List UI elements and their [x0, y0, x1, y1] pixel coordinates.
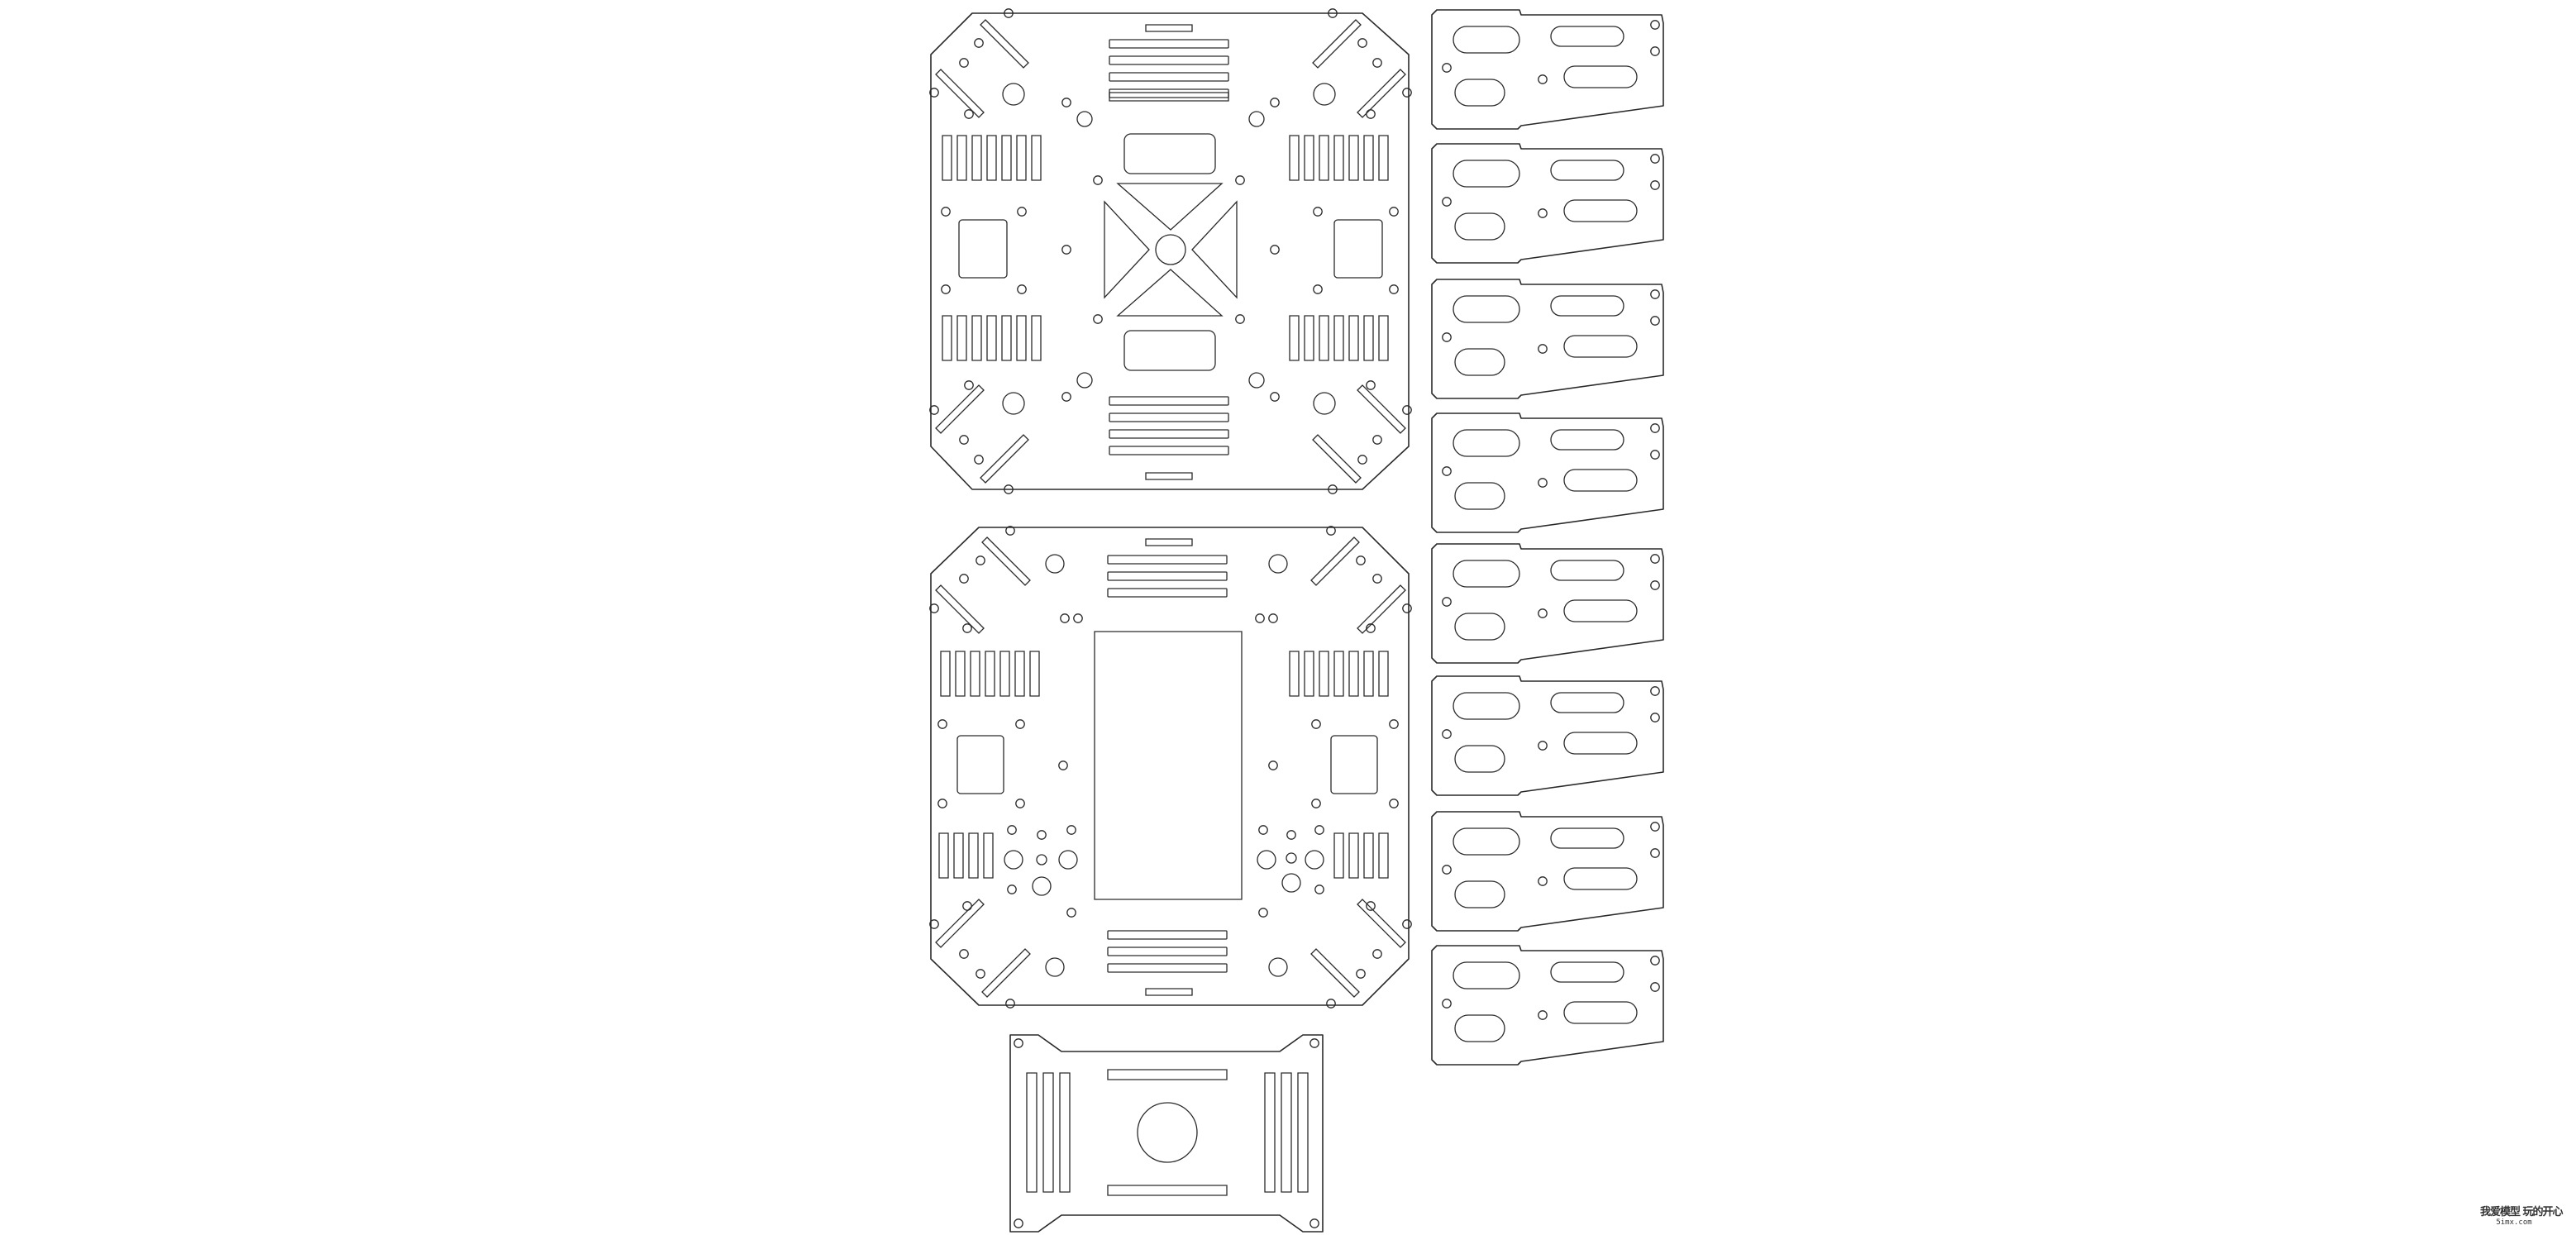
- battery-plate-center-hole: [1138, 1103, 1197, 1162]
- side-bracket: [1430, 142, 1665, 265]
- side-bracket: [1430, 810, 1665, 932]
- top-plate: [928, 7, 1413, 495]
- top-plate-outline: [931, 13, 1409, 489]
- battery-plate: [1010, 1035, 1323, 1232]
- battery-plate-outline: [1010, 1035, 1323, 1232]
- side-bracket: [1430, 944, 1665, 1066]
- center-window: [1095, 632, 1242, 899]
- side-bracket: [1430, 412, 1665, 534]
- side-brackets: [1430, 8, 1665, 1066]
- watermark-url-text: 5imx.com: [2496, 1218, 2532, 1227]
- bottom-plate: [928, 525, 1413, 1009]
- side-bracket: [1430, 675, 1665, 797]
- side-bracket: [1430, 542, 1665, 665]
- side-bracket: [1430, 8, 1665, 131]
- site-watermark: 我爱模型 玩的开心 5imx.com: [2480, 1206, 2564, 1227]
- side-bracket: [1430, 278, 1665, 400]
- watermark-logo-text: 我爱模型 玩的开心: [2480, 1206, 2564, 1218]
- bottom-plate-outline: [931, 527, 1409, 1005]
